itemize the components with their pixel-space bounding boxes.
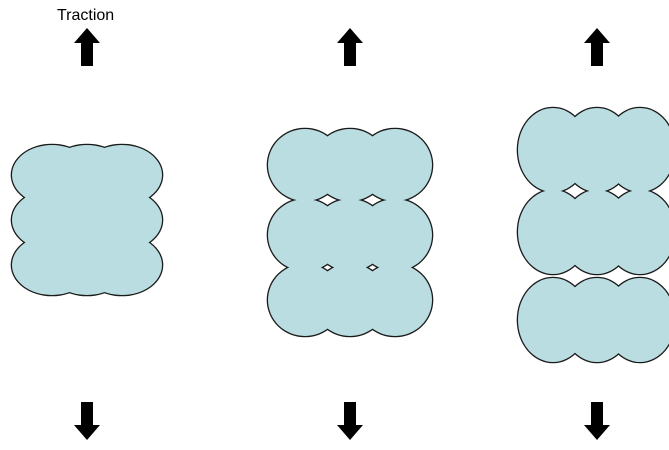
particle [358, 129, 432, 201]
particle [605, 190, 669, 274]
traction-arrow-down [337, 402, 363, 440]
cluster-stage-3 [516, 106, 669, 364]
particle [358, 264, 432, 336]
traction-label: Traction [57, 7, 115, 24]
particle [605, 278, 669, 362]
traction-arrow-up [337, 28, 363, 66]
particle [82, 235, 162, 295]
traction-arrow-up [584, 28, 610, 66]
particle [82, 190, 162, 250]
traction-arrow-down [74, 402, 100, 440]
cluster-stage-2 [266, 127, 434, 338]
cluster-stage-1 [10, 143, 164, 297]
particle [605, 108, 669, 192]
particle [82, 145, 162, 205]
traction-arrow-up [74, 28, 100, 66]
particle [358, 199, 432, 271]
traction-arrow-down [584, 402, 610, 440]
